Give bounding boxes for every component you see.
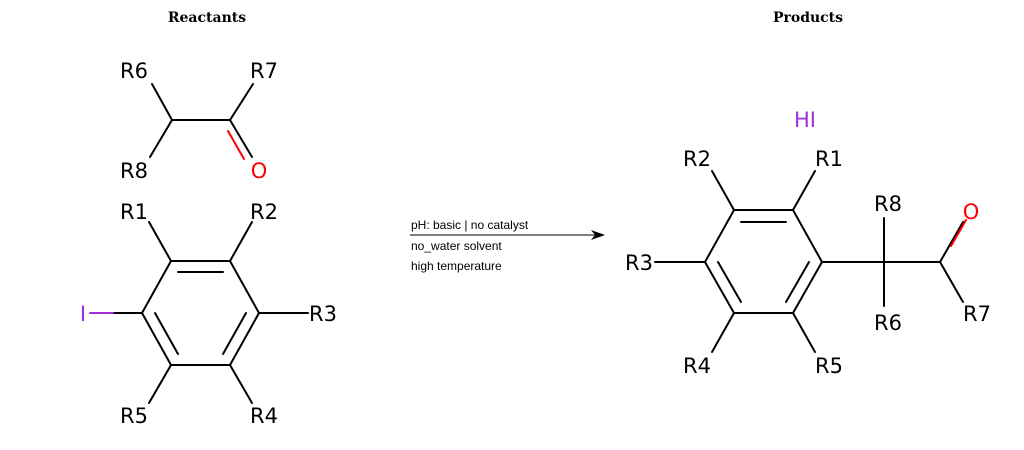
ring-inner-bond-2 [222,312,247,355]
product-bond-ring-r2 [711,170,735,211]
reactants-header: Reactants [168,10,246,26]
product-bond-ring-r5 [792,312,816,353]
aryl-label-r1: R1 [120,200,148,224]
ketone-label-oxygen: O [251,159,268,183]
bond-co-r7 [229,83,254,121]
bond-ch-r8 [149,119,173,158]
aryl-label-r2: R2 [250,200,278,224]
ring-inner-bond-3 [154,312,179,355]
bond-r6-ch [151,83,173,121]
bond-co-o-2 [227,130,245,160]
product-bond-co-o-2 [950,219,967,247]
condition-ph-catalyst: pH: basic | no catalyst [411,218,529,232]
aryl-label-iodine: I [80,302,86,326]
product-label-r3: R3 [625,251,653,275]
bond-co-o-1 [229,119,253,158]
ketone-label-r7: R7 [250,59,278,83]
product-benzene-ring [703,209,824,314]
bond-ring-r1 [148,221,172,262]
product-bond-co-r7 [939,261,964,303]
aryl-label-r3: R3 [309,302,337,326]
products-header: Products [773,10,843,26]
product-label-r1: R1 [815,147,843,171]
product-label-r4: R4 [683,354,711,378]
bond-ring-r4 [229,364,253,404]
reaction-arrow: pH: basic | no catalyst no_water solvent… [410,218,605,273]
reactant-ketone: R6 R7 R8 O [120,59,278,183]
product-label-oxygen: O [963,200,980,224]
aryl-label-r5: R5 [120,404,148,428]
ketone-label-r6: R6 [120,59,148,83]
product-molecule: R1 R2 R3 R4 R5 R6 R7 R8 O [625,147,991,378]
bond-ring-r2 [229,221,253,262]
condition-solvent: no_water solvent [411,239,502,253]
bond-ring-r5 [148,364,172,404]
ketone-label-r8: R8 [120,159,148,183]
reactant-aryl-iodide: R1 R2 R3 R4 R5 I [80,200,337,428]
product-bond-co-o-1 [939,221,964,263]
byproduct-hi: HI [794,108,816,132]
product-ring-inner-bond-3 [717,261,742,303]
benzene-ring [140,260,261,366]
product-label-r8: R8 [874,192,902,216]
product-label-r7: R7 [963,302,991,326]
condition-temperature: high temperature [411,259,502,273]
product-label-r5: R5 [815,354,843,378]
product-ring-inner-bond-2 [785,261,810,303]
product-label-r2: R2 [683,147,711,171]
aryl-label-r4: R4 [250,404,278,428]
product-label-r6: R6 [874,311,902,335]
product-bond-ring-r4 [711,312,735,353]
product-bond-ring-r1 [792,170,816,211]
